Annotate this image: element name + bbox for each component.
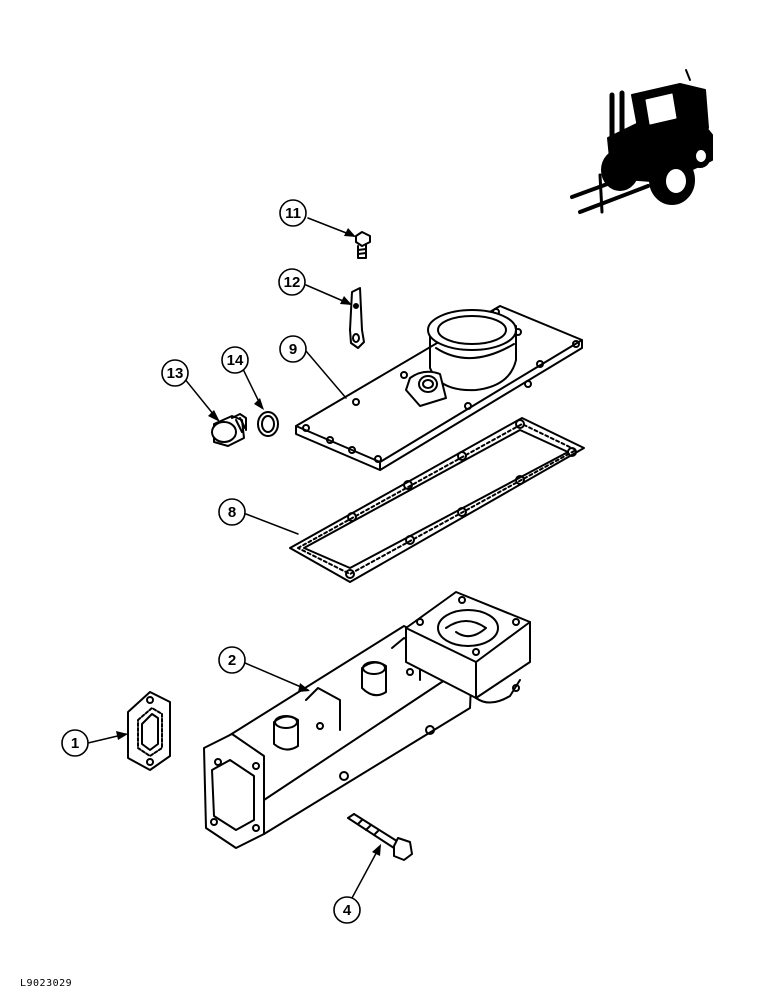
callout-13: 13 (161, 359, 189, 387)
manifold-part-2 (203, 591, 531, 849)
svg-text:8: 8 (228, 504, 236, 521)
callout-9: 9 (279, 335, 307, 363)
gasket-part-1 (127, 691, 171, 771)
svg-text:9: 9 (289, 341, 297, 358)
callout-12: 12 (278, 268, 306, 296)
callout-8: 8 (218, 498, 246, 526)
washer-part-14 (257, 411, 279, 437)
callout-1: 1 (61, 729, 89, 757)
bolt-part-11 (355, 231, 371, 259)
svg-text:11: 11 (285, 205, 301, 222)
document-code: L9023029 (20, 978, 73, 989)
svg-text:4: 4 (343, 902, 352, 919)
callout-14: 14 (221, 346, 249, 374)
svg-text:12: 12 (284, 274, 301, 291)
svg-text:2: 2 (228, 652, 236, 669)
svg-text:1: 1 (71, 735, 79, 752)
bracket-part-12 (349, 287, 365, 349)
svg-text:14: 14 (227, 352, 244, 369)
cap-screw-part-4 (347, 813, 413, 861)
callouts: 11 12 9 13 14 8 2 1 (61, 199, 361, 924)
gasket-part-8 (289, 417, 585, 583)
forklift-icon (570, 69, 713, 214)
plug-part-13 (211, 413, 247, 447)
leader-arrowheads (116, 228, 381, 856)
cover-plate-part-9 (295, 305, 583, 471)
svg-text:13: 13 (167, 365, 184, 382)
callout-11: 11 (279, 199, 307, 227)
callout-2: 2 (218, 646, 246, 674)
callout-4: 4 (333, 896, 361, 924)
